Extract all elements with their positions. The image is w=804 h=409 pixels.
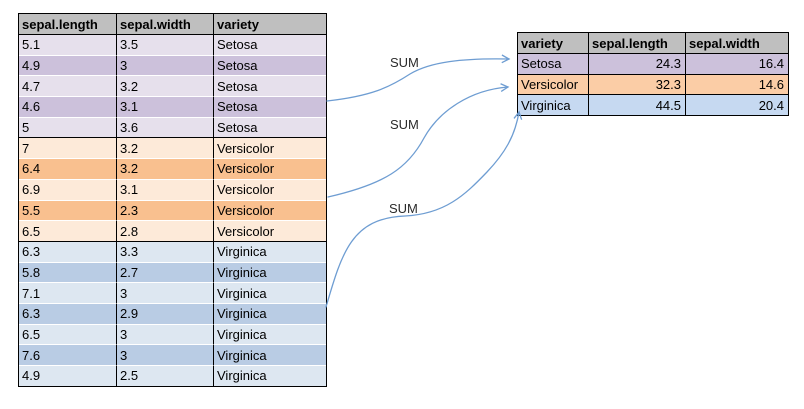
cell: 3.2 — [117, 75, 214, 97]
cell: Setosa — [214, 34, 326, 55]
cell: Virginica — [214, 282, 326, 303]
cell: 5 — [19, 116, 117, 138]
cell: Virginica — [214, 261, 326, 283]
cell: 20.4 — [686, 94, 788, 116]
cell: Virginica — [214, 365, 326, 386]
cell: Setosa — [214, 116, 326, 138]
cell: 3.6 — [117, 116, 214, 138]
cell: 3.2 — [117, 137, 214, 159]
sum-arrow-virginica — [325, 110, 523, 308]
cell: 6.4 — [19, 158, 117, 179]
sum-arrow-versicolor — [327, 83, 510, 198]
cell: 6.3 — [19, 240, 117, 262]
cell: Setosa — [518, 53, 589, 74]
cell: Versicolor — [214, 178, 326, 200]
cell: Setosa — [214, 54, 326, 76]
cell: 3.1 — [117, 96, 214, 117]
cell: Versicolor — [214, 220, 326, 241]
source-header-sepal-width: sepal.width — [117, 14, 214, 34]
cell: Virginica — [518, 94, 589, 116]
cell: 7 — [19, 137, 117, 159]
cell: 3 — [117, 344, 214, 365]
cell: 16.4 — [686, 53, 788, 74]
cell: 6.9 — [19, 178, 117, 200]
cell: 14.6 — [686, 73, 788, 95]
sum-label-versicolor: SUM — [390, 117, 419, 132]
cell: 4.7 — [19, 75, 117, 97]
cell: 3 — [117, 54, 214, 76]
cell: Versicolor — [214, 199, 326, 221]
summary-header-sepal-width: sepal.width — [686, 33, 788, 53]
cell: 6.3 — [19, 302, 117, 324]
cell: 32.3 — [589, 73, 686, 95]
cell: 2.3 — [117, 199, 214, 221]
cell: 4.9 — [19, 365, 117, 386]
summary-table-header-row: variety sepal.length sepal.width — [518, 33, 788, 53]
source-header-variety: variety — [214, 14, 326, 34]
sum-label-virginica: SUM — [389, 201, 418, 216]
cell: 6.5 — [19, 220, 117, 241]
cell: 3.2 — [117, 158, 214, 179]
cell: 3 — [117, 282, 214, 303]
cell: 7.6 — [19, 344, 117, 365]
cell: 6.5 — [19, 323, 117, 345]
cell: 5.1 — [19, 34, 117, 55]
cell: Setosa — [214, 75, 326, 97]
cell: 2.7 — [117, 261, 214, 283]
cell: 2.5 — [117, 365, 214, 386]
cell: Virginica — [214, 323, 326, 345]
cell: Virginica — [214, 240, 326, 262]
cell: 24.3 — [589, 53, 686, 74]
cell: 3.3 — [117, 240, 214, 262]
cell: 5.5 — [19, 199, 117, 221]
cell: Setosa — [214, 96, 326, 117]
cell: 5.8 — [19, 261, 117, 283]
summary-header-variety: variety — [518, 33, 589, 53]
source-header-sepal-length: sepal.length — [19, 14, 117, 34]
cell: 3 — [117, 323, 214, 345]
source-table-header-row: sepal.length sepal.width variety — [19, 14, 326, 34]
cell: 4.9 — [19, 54, 117, 76]
cell: Virginica — [214, 302, 326, 324]
cell: Versicolor — [214, 158, 326, 179]
cell: Versicolor — [214, 137, 326, 159]
summary-header-sepal-length: sepal.length — [589, 33, 686, 53]
cell: 2.9 — [117, 302, 214, 324]
cell: Versicolor — [518, 73, 589, 95]
cell: 3.1 — [117, 178, 214, 200]
cell: Virginica — [214, 344, 326, 365]
cell: 44.5 — [589, 94, 686, 116]
cell: 2.8 — [117, 220, 214, 241]
cell: 3.5 — [117, 34, 214, 55]
cell: 4.6 — [19, 96, 117, 117]
sum-label-setosa: SUM — [390, 55, 419, 70]
cell: 7.1 — [19, 282, 117, 303]
